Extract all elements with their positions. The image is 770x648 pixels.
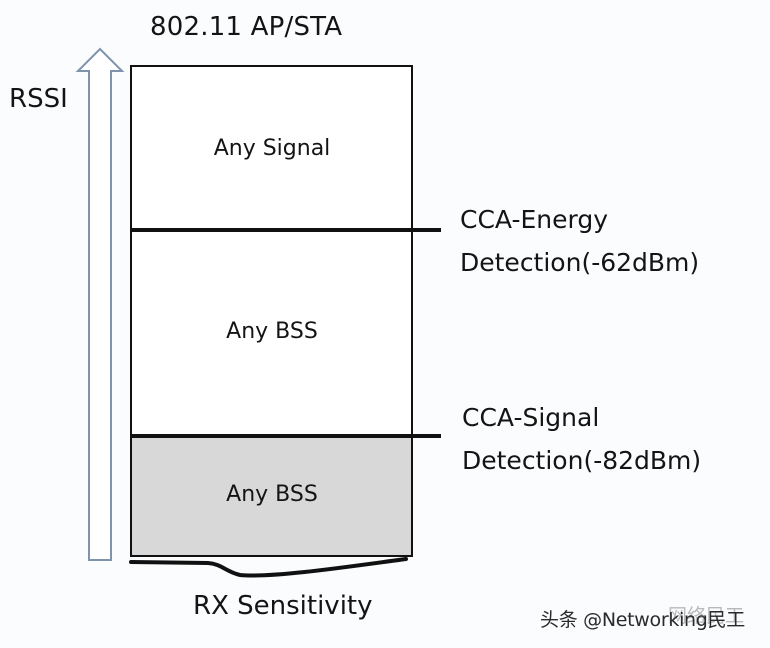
cca-energy-label-line2: Detection(-62dBm) — [460, 248, 700, 277]
cca-signal-label-line2: Detection(-82dBm) — [462, 446, 702, 475]
region-any-bss-shaded — [131, 436, 412, 556]
cca-energy-label-line1: CCA-Energy — [460, 205, 609, 234]
diagram-title: 802.11 AP/STA — [150, 12, 343, 42]
region-label-any-signal: Any Signal — [213, 136, 331, 161]
rx-sensitivity-label: RX Sensitivity — [193, 591, 373, 621]
ap-sta-box — [130, 65, 413, 557]
region-label-any-bss-shaded: Any BSS — [226, 482, 318, 507]
region-label-any-bss-upper: Any BSS — [226, 319, 318, 344]
watermark-ghost-text: 网络民工 — [668, 605, 745, 627]
cca-energy-label: CCA-Energy Detection(-62dBm) — [460, 198, 699, 284]
rx-sensitivity-curve — [129, 557, 408, 578]
region-any-bss-upper — [131, 230, 412, 436]
cca-signal-label-line1: CCA-Signal — [462, 403, 600, 432]
rssi-axis-label: RSSI — [9, 84, 68, 114]
cca-signal-label: CCA-Signal Detection(-82dBm) — [462, 396, 701, 482]
watermark: 头条 @Networking民工 — [540, 609, 745, 631]
rssi-arrow-icon — [75, 47, 125, 561]
region-any-signal — [131, 66, 412, 230]
